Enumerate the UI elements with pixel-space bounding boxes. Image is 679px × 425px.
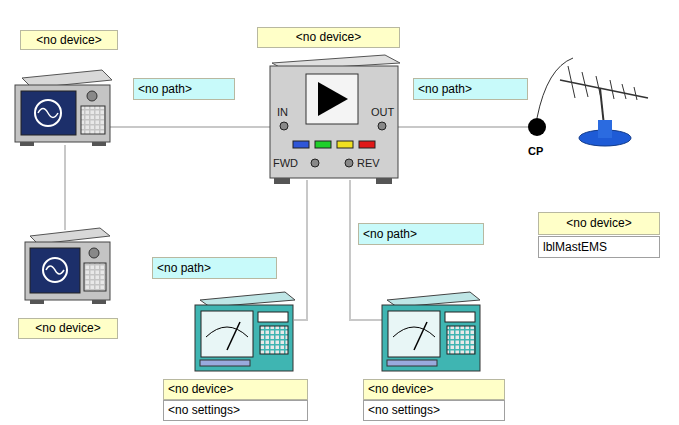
field-text: <no path>	[138, 81, 192, 97]
point-label: CP	[528, 145, 543, 157]
settings-field: <no settings>	[363, 400, 505, 421]
field-text: <no settings>	[168, 402, 240, 418]
path-field: <no path>	[358, 223, 484, 245]
device-field: <no device>	[20, 30, 118, 50]
device-field: <no device>	[257, 27, 400, 48]
field-text: <no path>	[363, 226, 417, 242]
field-text: <no settings>	[368, 402, 440, 418]
field-text: <no device>	[36, 32, 101, 48]
amplifier	[270, 55, 400, 184]
device-field: <no device>	[18, 318, 118, 339]
field-text: <no path>	[418, 81, 472, 97]
port-label: FWD	[273, 157, 298, 169]
device-field: <no device>	[538, 212, 660, 235]
field-text: <no device>	[368, 381, 433, 397]
field-text: <no device>	[566, 215, 631, 231]
antenna	[528, 58, 648, 146]
field-text: <no device>	[296, 29, 361, 45]
settings-field: <no settings>	[163, 400, 308, 421]
path-field: <no path>	[413, 78, 528, 100]
path-field: <no path>	[133, 78, 235, 100]
port-label: OUT	[371, 106, 394, 118]
power-meter	[382, 292, 480, 371]
device-field: <no device>	[163, 379, 308, 400]
port-label: IN	[277, 106, 288, 118]
power-meter	[195, 292, 295, 371]
signal-generator	[15, 70, 112, 146]
field-text: lblMastEMS	[543, 239, 607, 255]
path-field: <no path>	[152, 257, 277, 279]
field-text: <no device>	[168, 381, 233, 397]
signal-generator	[25, 228, 110, 304]
field-text: <no path>	[157, 260, 211, 276]
field-text: <no device>	[35, 320, 100, 336]
port-label: REV	[357, 157, 380, 169]
settings-field: lblMastEMS	[538, 236, 660, 258]
device-field: <no device>	[363, 379, 505, 400]
